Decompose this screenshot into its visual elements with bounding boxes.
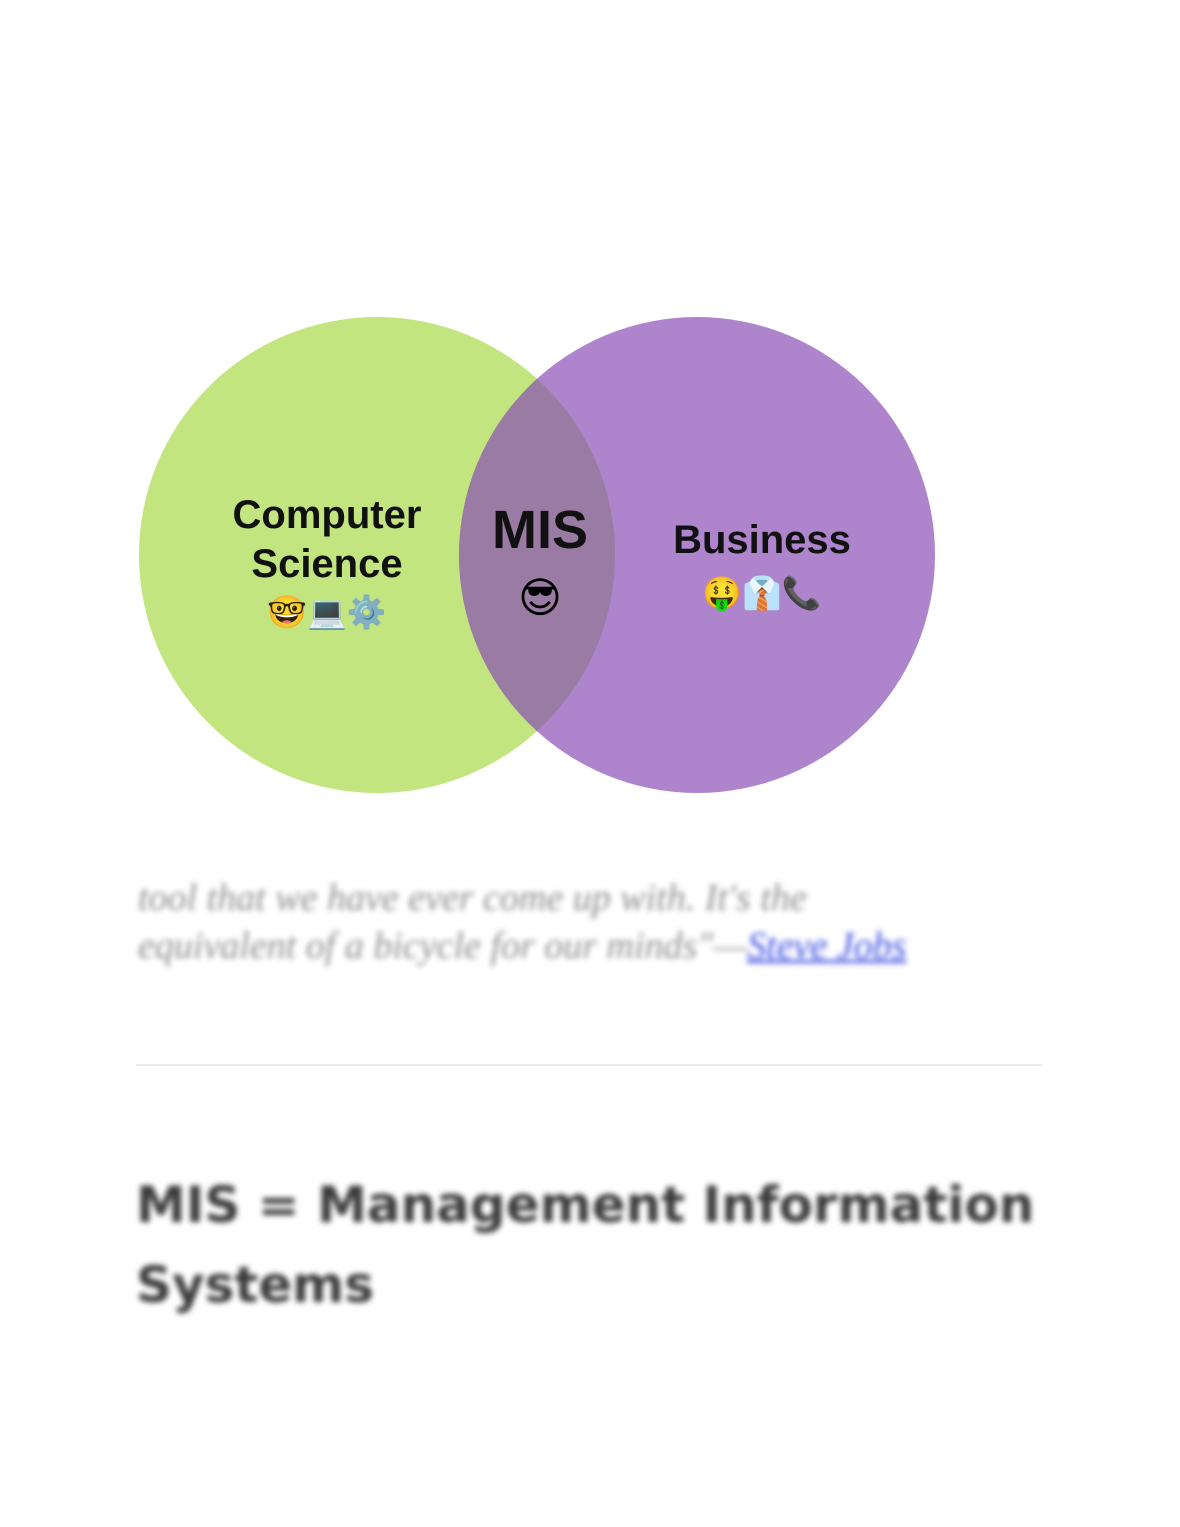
mis-overlap-region: [459, 317, 615, 793]
quote-previous-line-fragment: [138, 858, 1028, 872]
quote-line-2-text: equivalent of a bicycle for our minds"—: [138, 925, 748, 967]
computer-science-label-line1: Computer: [233, 493, 422, 537]
quote-line-2: equivalent of a bicycle for our minds"—S…: [138, 922, 1058, 970]
mis-label: MIS: [492, 500, 588, 560]
computer-science-label-line2: Science: [251, 542, 402, 586]
quote-line-1: tool that we have ever come up with. It'…: [138, 877, 807, 919]
computer-science-emojis: 🤓💻⚙️: [267, 593, 387, 631]
steve-jobs-quote: tool that we have ever come up with. It'…: [138, 874, 1058, 970]
business-label: Business: [673, 518, 851, 562]
cool-face-emoji: 😎: [518, 573, 562, 622]
business-emojis: 🤑👔📞: [702, 573, 822, 612]
section-heading: MIS = Management Information Systems: [136, 1176, 1035, 1314]
section-divider: [136, 1064, 1042, 1066]
steve-jobs-link[interactable]: Steve Jobs: [747, 925, 907, 967]
venn-diagram: Computer Science 🤓💻⚙️ MIS 😎 Business 🤑👔📞: [139, 317, 935, 793]
